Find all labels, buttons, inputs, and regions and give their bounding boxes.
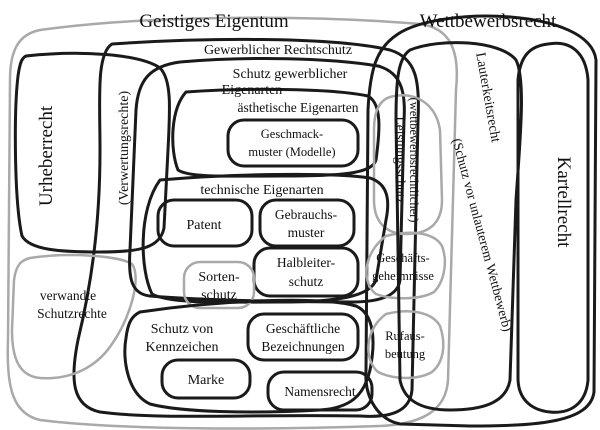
label-patent: Patent <box>187 218 222 233</box>
region-sortenschutz <box>182 260 256 310</box>
label-geschaeftliche-2: Bezeichnungen <box>261 339 344 354</box>
region-kartellrecht <box>516 41 590 414</box>
region-verwandte-schutzrechte <box>10 253 137 380</box>
label-rufausbeutung-2: beutung <box>385 347 426 361</box>
label-geschaeftsgeheimnisse-2: geheimnisse <box>372 269 434 283</box>
label-technische-eigenarten: technische Eigenarten <box>200 183 323 198</box>
region-geschaeftsgeheimnisse <box>365 231 446 300</box>
region-patent <box>156 198 254 248</box>
label-lauterkeitsrecht: Lauterkeitsrecht <box>472 51 503 143</box>
label-wettbewerbsrecht: Wettbewerbsrecht <box>420 11 557 32</box>
label-geschmacksmuster-1: Geschmack- <box>261 127 323 141</box>
label-wettbewerbsrechtlicher-2: Leistungsschutz <box>393 117 408 204</box>
label-verwandte-1: verwandte <box>40 288 96 303</box>
label-geschaeftsgeheimnisse-1: Geschäfts- <box>376 251 429 265</box>
label-marke: Marke <box>188 373 225 388</box>
region-aesthetische-eigenarten <box>171 87 381 178</box>
label-sortenschutz-1: Sorten- <box>198 270 240 285</box>
label-rufausbeutung-1: Rufaus- <box>385 329 425 343</box>
label-schutz-kennzeichen-2: Kennzeichen <box>145 340 218 355</box>
label-schutz-unlauterem: (Schutz vor unlauterem Wettbewerb) <box>449 137 515 333</box>
region-gebrauchsmuster <box>258 198 356 248</box>
label-namensrecht: Namensrecht <box>284 384 355 399</box>
region-lauterkeitsrecht <box>394 41 523 412</box>
label-gebrauchsmuster-2: muster <box>288 225 325 240</box>
label-geschaeftliche-1: Geschäftliche <box>266 321 340 336</box>
label-gewerblicher-rechtsschutz: Gewerblicher Rechtschutz <box>204 43 352 58</box>
label-halbleiterschutz-2: schutz <box>289 274 324 289</box>
label-aesthetische-eigenarten: ästhetische Eigenarten <box>237 100 358 115</box>
region-rufausbeutung <box>367 310 445 380</box>
region-geistiges-eigentum <box>6 16 459 430</box>
label-geschmacksmuster-2: muster (Modelle) <box>248 145 335 159</box>
region-schutz-gewerblicher-eigenarten <box>128 57 406 304</box>
label-wettbewerbsrechtlicher-1: (wettbewerbsrechtlicher) <box>407 98 421 223</box>
label-urheberrecht: Urheberrecht <box>36 105 57 206</box>
label-gebrauchsmuster-1: Gebrauchs- <box>275 207 338 222</box>
region-marke <box>160 358 252 400</box>
region-geschaeftliche-bezeichnungen <box>246 312 360 362</box>
label-kartellrecht: Kartellrecht <box>553 157 574 248</box>
label-schutz-kennzeichen-1: Schutz von <box>151 322 214 337</box>
label-sortenschutz-2: schutz <box>201 288 237 303</box>
label-geistiges-eigentum: Geistiges Eigentum <box>139 11 289 32</box>
region-urheberrecht <box>13 51 172 254</box>
region-gewerblicher-rechtsschutz <box>72 37 420 418</box>
region-namensrecht <box>266 370 374 412</box>
label-verwandte-2: Schutzrechte <box>37 306 107 321</box>
label-schutz-gewerblicher-1: Schutz gewerblicher <box>233 67 348 82</box>
label-halbleiterschutz-1: Halbleiter- <box>277 255 336 270</box>
region-technische-eigenarten <box>141 172 390 304</box>
region-geschmacksmuster <box>226 118 360 168</box>
label-verwertungsrechte: (Verwertungsrechte) <box>117 91 132 206</box>
label-schutz-gewerblicher-2: Eigenarten <box>222 83 283 98</box>
